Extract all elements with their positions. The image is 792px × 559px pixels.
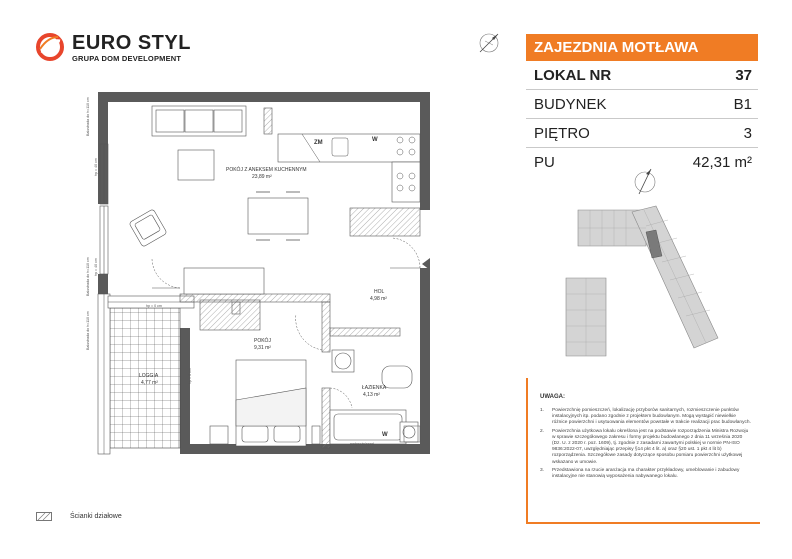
apartment-info-table: ZAJEZDNIA MOTŁAWA LOKAL NR 37 BUDYNEK B1… <box>526 34 758 176</box>
bathroom-fixtures <box>329 349 419 445</box>
floor-plan <box>97 92 430 455</box>
washer-label: W <box>372 137 378 143</box>
compass-icon <box>479 33 499 53</box>
info-label: PU <box>534 153 555 171</box>
info-label: PIĘTRO <box>534 124 590 142</box>
legend-label: Ścianki działowe <box>70 513 122 520</box>
dim-left-1: Balustrada do h=110 cm <box>86 97 90 136</box>
armchair <box>129 209 167 247</box>
note-item: 2.Powierzchnia użytkowa lokalu określona… <box>540 428 749 465</box>
partition-wall-swatch <box>36 512 52 521</box>
sofa <box>151 105 247 137</box>
coffee-table <box>177 149 215 181</box>
dim-bath-note: nadproże/spad <box>350 442 374 446</box>
room-area-bedroom: 9,31 m² <box>254 345 271 351</box>
room-name-hall: HOL <box>374 289 385 295</box>
notes-box: UWAGA: 1.Powierzchnię pomieszczeń, lokal… <box>526 378 760 524</box>
room-name-loggia: LOGGIA <box>139 373 159 379</box>
info-row-building: BUDYNEK B1 <box>526 90 758 119</box>
note-item: 3.Przedstawiona na rzucie aranżacja ma c… <box>540 467 740 480</box>
room-area-bathroom: 4,13 m² <box>363 392 380 398</box>
room-name-bedroom: POKÓJ <box>254 338 271 344</box>
building-key-plan <box>565 205 719 357</box>
bed <box>235 359 307 447</box>
info-value: 37 <box>735 66 752 84</box>
room-area-loggia: 4,77 m² <box>141 380 158 386</box>
unit-highlight <box>645 229 663 259</box>
room-name-bathroom: ŁAZIENKA <box>362 385 387 391</box>
dim-left-5: Balustrada do h=110 cm <box>86 311 90 350</box>
note-item: 1.Powierzchnię pomieszczeń, lokalizację … <box>540 408 751 426</box>
info-value: 3 <box>743 124 752 142</box>
room-name-living: POKÓJ Z ANEKSEM KUCHENNYM <box>226 167 307 173</box>
info-label: LOKAL NR <box>534 66 612 84</box>
fridge-label: ZM <box>314 140 323 146</box>
brand-name: EURO STYL <box>72 32 191 54</box>
dim-left-2: hp = 40 cm <box>94 158 98 176</box>
room-area-living: 23,89 m² <box>252 174 272 180</box>
compass-icon <box>634 168 656 195</box>
notes-list: 1.Powierzchnię pomieszczeń, lokalizację … <box>540 408 752 482</box>
brand-subtitle: GRUPA DOM DEVELOPMENT <box>72 54 182 63</box>
info-row-unit: LOKAL NR 37 <box>526 61 758 90</box>
dim-left-3: Balustrada do h=110 cm <box>86 257 90 296</box>
dim-left-4: hp = 40 cm <box>94 258 98 276</box>
notes-title: UWAGA: <box>540 394 565 400</box>
dining-table <box>247 197 309 235</box>
project-name: ZAJEZDNIA MOTŁAWA <box>526 34 758 61</box>
room-area-hall: 4,98 m² <box>370 296 387 302</box>
washer-label-2: W <box>382 432 388 438</box>
info-value: 42,31 m² <box>692 153 752 171</box>
info-row-area: PU 42,31 m² <box>526 148 758 176</box>
dim-loggia-hp: hp = 0 cm <box>146 304 162 308</box>
info-value: B1 <box>733 95 752 113</box>
euro-styl-logo-icon <box>36 33 64 61</box>
info-row-floor: PIĘTRO 3 <box>526 119 758 148</box>
dim-room-hp: hp = 0 cm <box>188 368 192 384</box>
info-label: BUDYNEK <box>534 95 607 113</box>
